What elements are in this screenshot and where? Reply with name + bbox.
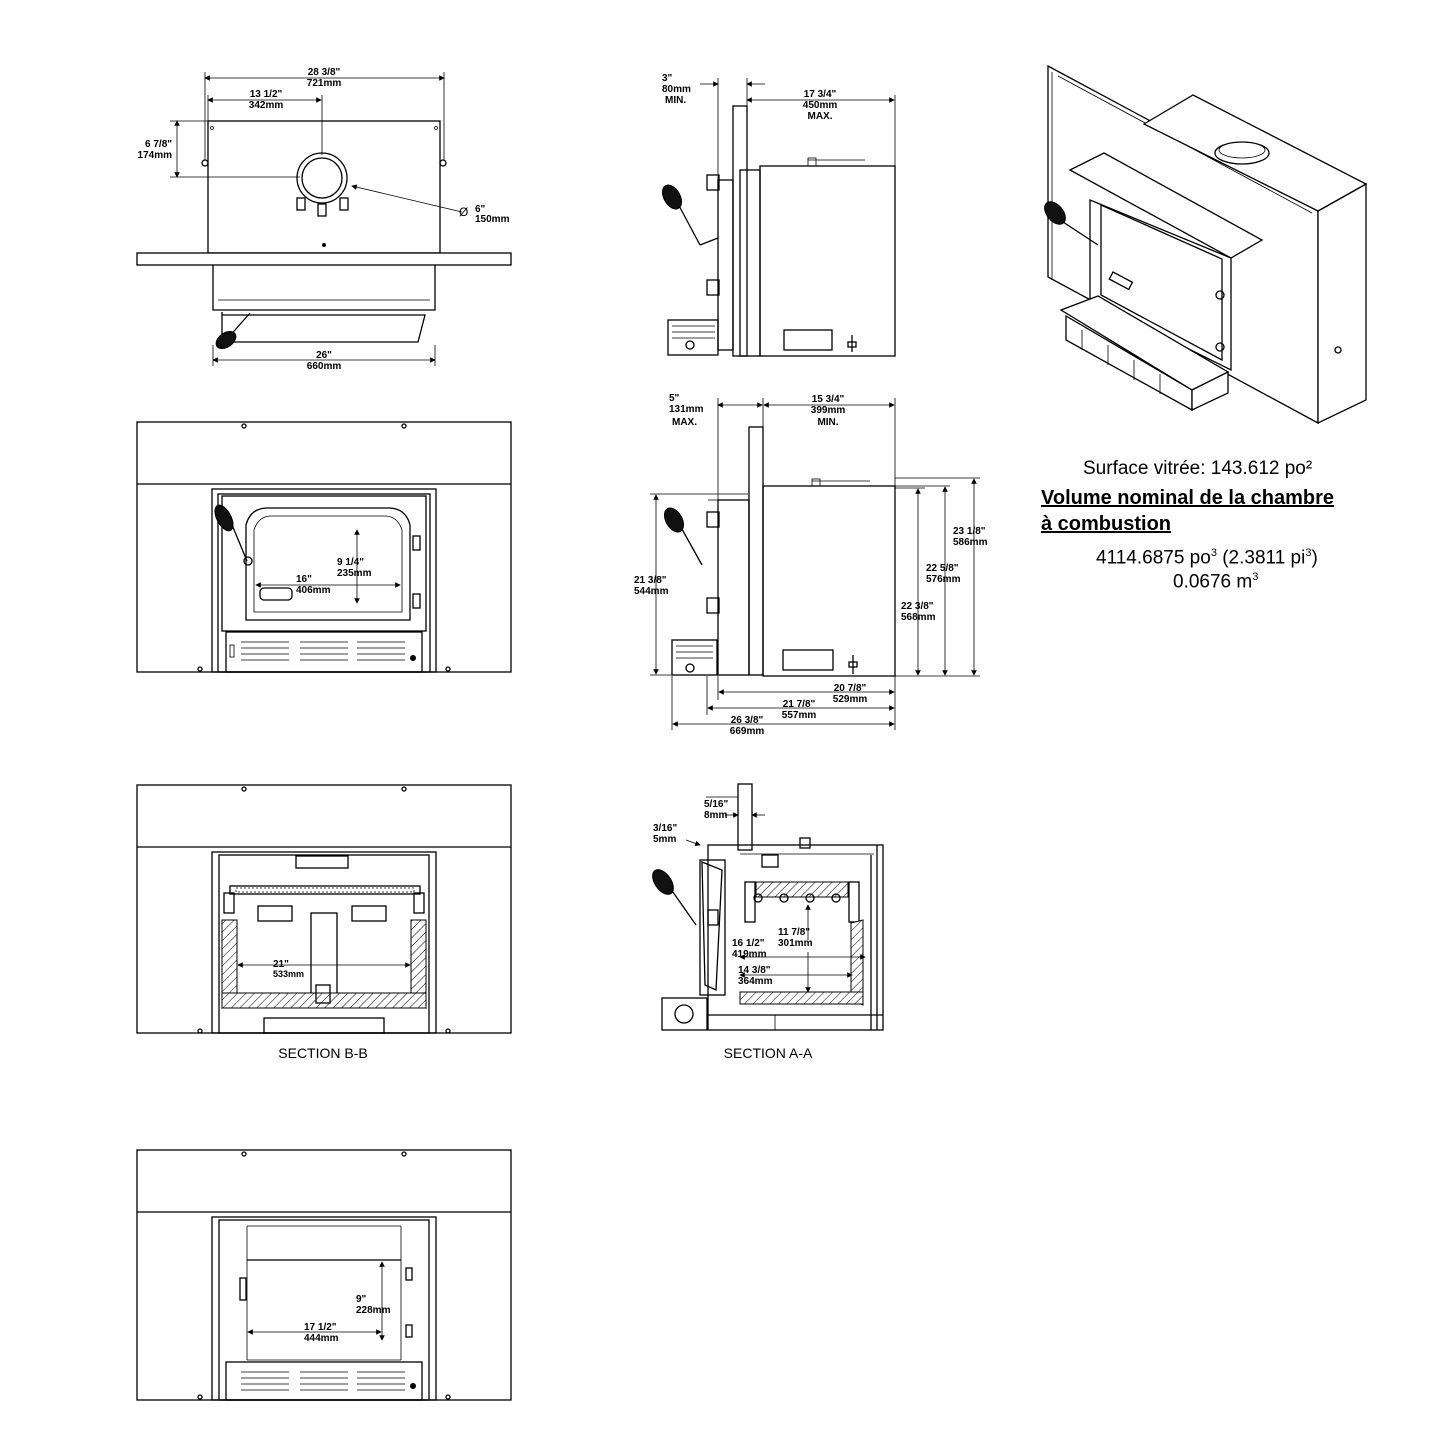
h1-mm: 544mm xyxy=(634,586,669,597)
h1-in: 21 3/8" xyxy=(634,575,667,586)
diameter-symbol: Ø xyxy=(459,205,468,219)
w2-mm: 557mm xyxy=(782,710,817,721)
h3-in: 22 5/8" xyxy=(926,563,959,574)
bottom-w-mm: 444mm xyxy=(304,1333,339,1344)
door-h-mm: 235mm xyxy=(337,568,372,579)
volume-line2: 0.0676 m3 xyxy=(1173,571,1258,593)
bottom-front-view: 9" 228mm 17 1/2" 444mm xyxy=(136,1149,512,1401)
po3-superscript: 3 xyxy=(1210,547,1217,559)
volume-pi3: (2.3811 pi xyxy=(1222,547,1306,569)
front-view: 9 1/4" 235mm 16" 406mm xyxy=(136,421,512,673)
aa-d4-in: 16 1/2" xyxy=(732,938,765,949)
section-bb-caption: SECTION B-B xyxy=(278,1045,367,1061)
top-width-in: 28 3/8" xyxy=(308,67,341,78)
side-15-in: 15 3/4" xyxy=(812,394,845,405)
volume-line1: 4114.6875 po3 (2.3811 pi3) xyxy=(1096,547,1318,569)
aa-d3-mm: 301mm xyxy=(778,938,813,949)
flue-offset-mm: 342mm xyxy=(249,100,284,111)
side-min-in: 3" xyxy=(662,73,673,84)
pi3-superscript: 3 xyxy=(1305,547,1312,559)
bottom-h-mm: 228mm xyxy=(356,1305,391,1316)
bb-width-in: 21" xyxy=(273,959,289,970)
side-view-top: 3" 80mm MIN. 17 3/4" 450mm MAX. xyxy=(662,73,896,357)
bottom-h-in: 9" xyxy=(356,1294,367,1305)
top-view: 28 3/8" 721mm 13 1/2" 342mm 6 7/8" 174mm… xyxy=(136,67,512,372)
side-min-mm: 80mm xyxy=(662,84,691,95)
flue-diameter-in: 6" xyxy=(475,204,486,215)
door-w-mm: 406mm xyxy=(296,585,331,596)
door-h-in: 9 1/4" xyxy=(337,557,364,568)
section-aa-caption: SECTION A-A xyxy=(724,1045,813,1061)
w1-in: 20 7/8" xyxy=(834,683,867,694)
base-width-mm: 660mm xyxy=(307,361,342,372)
side-view-main: 5" 131mm MAX. 15 3/4" 399mm MIN. 21 3/8"… xyxy=(634,393,988,737)
flue-offset-in: 13 1/2" xyxy=(250,89,283,100)
flue-diameter-mm: 150mm xyxy=(475,214,510,225)
glass-surface-text: Surface vitrée: 143.612 po² xyxy=(1083,458,1313,479)
side-5-mm: 131mm xyxy=(669,404,704,415)
w1-mm: 529mm xyxy=(833,694,868,705)
w2-in: 21 7/8" xyxy=(783,699,816,710)
section-aa: 5/16" 8mm 3/16" 5mm 11 7/8" 301mm 16 1/2… xyxy=(652,783,884,1061)
side-15-mm: 399mm xyxy=(811,405,846,416)
depth-mm: 174mm xyxy=(138,150,173,161)
side-max-in: 17 3/4" xyxy=(804,89,837,100)
m3-superscript: 3 xyxy=(1252,571,1259,583)
door-w-in: 16" xyxy=(296,574,312,585)
side-max-mm: 450mm xyxy=(803,100,838,111)
aa-d2-mm: 5mm xyxy=(653,834,676,845)
bottom-vents xyxy=(241,1371,405,1391)
volume-po3: 4114.6875 po xyxy=(1096,547,1211,569)
aa-d4-mm: 419mm xyxy=(732,949,767,960)
aa-d5-in: 14 3/8" xyxy=(738,965,771,976)
w3-mm: 669mm xyxy=(730,726,765,737)
volume-m3: 0.0676 m xyxy=(1173,571,1253,593)
bottom-w-in: 17 1/2" xyxy=(304,1322,337,1333)
chamber-title-line1: Volume nominal de la chambre xyxy=(1041,487,1335,509)
volume-pi3-close: ) xyxy=(1311,547,1318,569)
h4-in: 22 3/8" xyxy=(901,601,934,612)
depth-in: 6 7/8" xyxy=(145,139,172,150)
side-15-label: MIN. xyxy=(817,417,838,428)
aa-d1-in: 5/16" xyxy=(704,799,728,810)
top-width-mm: 721mm xyxy=(307,78,342,89)
h4-mm: 568mm xyxy=(901,612,936,623)
front-vents xyxy=(241,641,405,661)
base-width-in: 26" xyxy=(316,350,332,361)
side-5-in: 5" xyxy=(669,393,680,404)
h2-mm: 586mm xyxy=(953,537,988,548)
bb-width-mm: 533mm xyxy=(273,969,304,979)
h2-in: 23 1/8" xyxy=(953,526,986,537)
chamber-title-line2: à combustion xyxy=(1041,513,1172,535)
isometric-view xyxy=(1044,64,1368,425)
aa-d1-mm: 8mm xyxy=(704,810,727,821)
side-5-label: MAX. xyxy=(672,417,697,428)
aa-d5-mm: 364mm xyxy=(738,976,773,987)
section-bb: 21" 533mm SECTION B-B xyxy=(136,784,512,1061)
aa-d3-in: 11 7/8" xyxy=(778,927,810,938)
h3-mm: 576mm xyxy=(926,574,961,585)
aa-d2-in: 3/16" xyxy=(653,823,677,834)
side-max-label: MAX. xyxy=(808,111,833,122)
w3-in: 26 3/8" xyxy=(731,715,764,726)
side-min-label: MIN. xyxy=(665,95,686,106)
